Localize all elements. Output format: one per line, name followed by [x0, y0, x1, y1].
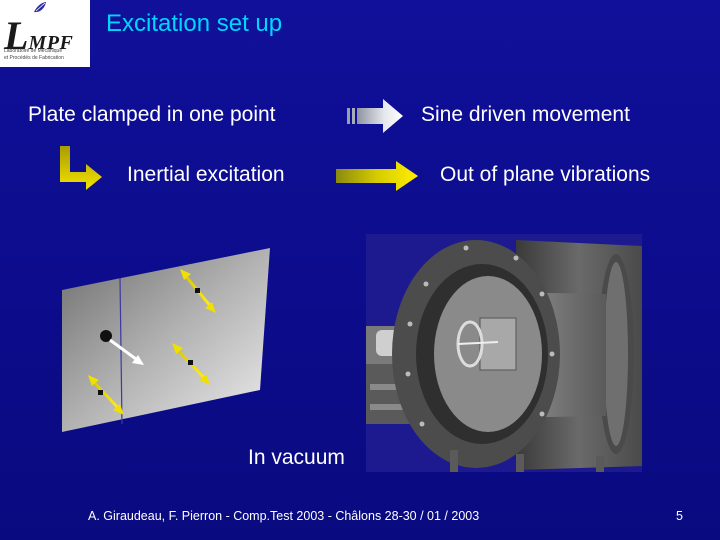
lmpf-logo: LMPF Laboratoire de Mécanique et Procédé…	[0, 0, 90, 67]
row2-right-label: Out of plane vibrations	[440, 163, 651, 186]
row2-left-label: Inertial excitation	[127, 163, 285, 186]
clamped-plate-diagram	[62, 248, 270, 432]
excitation-arrow-white	[109, 338, 144, 365]
logo-leaf-icon	[34, 2, 46, 13]
logo-text: LMPF	[4, 13, 74, 58]
vacuum-label: In vacuum	[248, 446, 345, 469]
logo-subtitle-line-1: Laboratoire de Mécanique	[4, 48, 63, 54]
footer-citation: A. Giraudeau, F. Pierron - Comp.Test 200…	[88, 509, 480, 523]
vibration-arrow-middle	[172, 343, 210, 385]
plate-surface	[62, 248, 270, 432]
vacuum-chamber-render	[366, 234, 642, 472]
yellow-right-arrow-icon	[336, 161, 418, 191]
page-number: 5	[676, 509, 683, 523]
grey-right-arrow-icon	[347, 99, 403, 133]
vibration-arrow-bottom-left	[88, 375, 124, 415]
row1-right-label: Sine driven movement	[421, 103, 630, 126]
plate-center-line	[119, 277, 123, 425]
vibration-arrow-top-right	[180, 269, 216, 313]
slide-title: Excitation set up	[106, 10, 283, 37]
logo-subtitle-line-2: et Procédés de Fabrication	[4, 55, 64, 61]
row1-left-label: Plate clamped in one point	[28, 103, 276, 126]
yellow-corner-arrow-icon	[60, 146, 102, 190]
clamp-point	[100, 330, 112, 342]
